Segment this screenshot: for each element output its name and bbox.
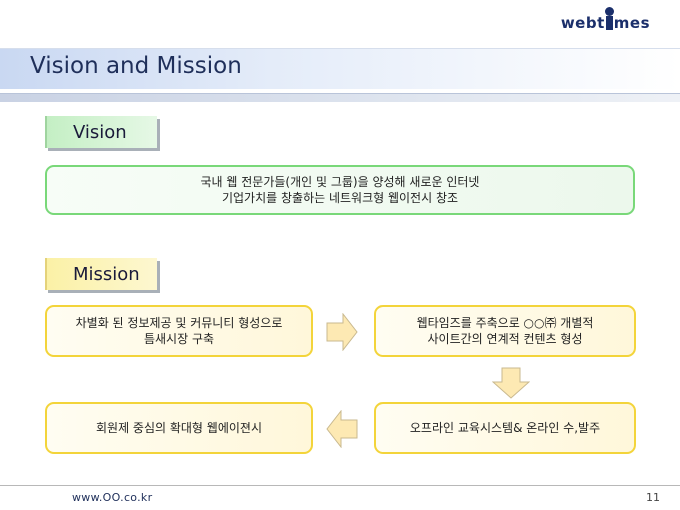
vision-statement-box: 국내 웹 전문가들(개인 및 그룹)을 양성해 새로운 인터넷 기업가치를 창출… <box>45 165 635 215</box>
mission-step-3-box: 오프라인 교육시스템& 온라인 수,발주 <box>374 402 636 454</box>
mission-step-2-box: 웹타임즈를 주축으로 ○○㈜ 개별적 사이트간의 연계적 컨텐츠 형성 <box>374 305 636 357</box>
mission-step-1-line-2: 틈새시장 구축 <box>143 332 215 346</box>
arrow-down-icon <box>492 367 530 399</box>
mission-step-2-line-1: 웹타임즈를 주축으로 ○○㈜ 개별적 <box>416 316 594 330</box>
page-number: 11 <box>646 491 660 504</box>
mission-step-4-line-1: 회원제 중심의 확대형 웹에이젼시 <box>95 421 262 435</box>
mission-step-3-line-1: 오프라인 교육시스템& 온라인 수,발주 <box>409 421 601 435</box>
vision-line-2: 기업가치를 창출하는 네트워크형 웹이전시 창조 <box>221 191 459 205</box>
mission-step-4-box: 회원제 중심의 확대형 웹에이젼시 <box>45 402 313 454</box>
arrow-right-icon <box>326 313 358 351</box>
mission-step-1-box: 차별화 된 정보제공 및 커뮤니티 형성으로 틈새시장 구축 <box>45 305 313 357</box>
mission-step-2-line-2: 사이트간의 연계적 컨텐츠 형성 <box>427 332 583 346</box>
vision-line-1: 국내 웹 전문가들(개인 및 그룹)을 양성해 새로운 인터넷 <box>200 175 480 189</box>
arrow-left-icon <box>326 410 358 448</box>
logo-i-glyph <box>604 7 614 30</box>
title-divider <box>0 93 680 102</box>
footer-url: www.OO.co.kr <box>72 491 153 504</box>
title-band <box>0 48 680 89</box>
footer-divider <box>0 485 680 486</box>
vision-label: Vision <box>45 116 157 148</box>
mission-step-1-line-1: 차별화 된 정보제공 및 커뮤니티 형성으로 <box>75 316 283 330</box>
page-title: Vision and Mission <box>30 53 242 79</box>
mission-label: Mission <box>45 258 157 290</box>
